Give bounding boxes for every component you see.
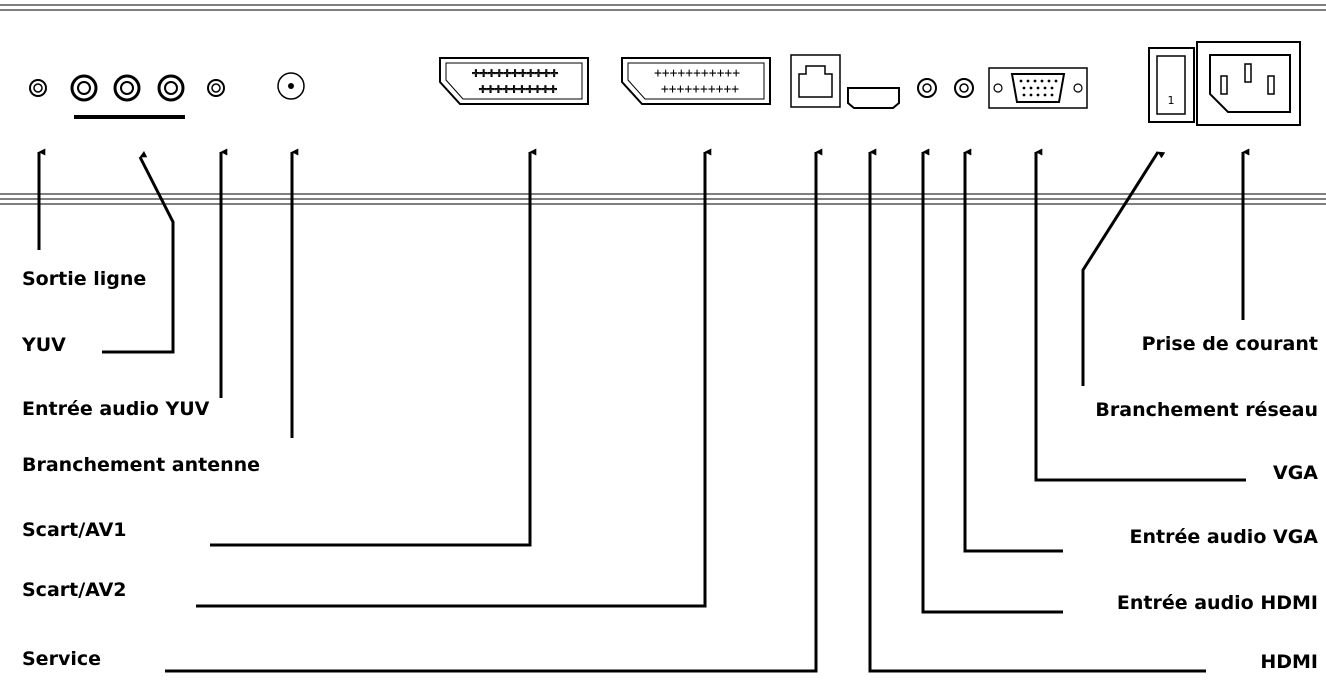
scart-av2-pins: +++++++++++ ++++++++++: [654, 66, 740, 97]
vga-port: [988, 67, 1088, 109]
svg-text:++++++++++: ++++++++++: [661, 82, 739, 97]
label-service: Service: [22, 648, 101, 670]
service-port: [790, 54, 841, 108]
power-switch: 1: [1148, 47, 1195, 123]
svg-text:++++++++++: ++++++++++: [479, 82, 557, 97]
leader-scart-av2: [196, 148, 712, 608]
leader-yuv: [102, 151, 175, 354]
vga-pins: [1019, 79, 1058, 97]
antenna-port: [277, 72, 305, 100]
label-yuv: YUV: [22, 334, 66, 356]
scart-av2-port: +++++++++++ ++++++++++: [621, 57, 771, 105]
leader-hdmi: [868, 148, 1206, 673]
yuv-jack-y: [70, 74, 98, 102]
panel-top-edge: [0, 4, 1326, 11]
leader-branchement-reseau: [1081, 151, 1166, 386]
label-branchement-antenne: Branchement antenne: [22, 454, 261, 476]
audio-yuv-jack: [207, 79, 225, 97]
label-entree-audio-hdmi: Entrée audio HDMI: [1116, 592, 1318, 614]
power-switch-marking: 1: [1168, 94, 1175, 107]
yuv-jacks: [70, 74, 185, 119]
yuv-jack-v: [157, 74, 185, 102]
leader-entree-audio-hdmi: [921, 148, 1063, 614]
svg-text:+++++++++++: +++++++++++: [654, 66, 740, 81]
audio-hdmi-jack: [917, 78, 937, 98]
label-prise-de-courant: Prise de courant: [1141, 333, 1318, 355]
audio-vga-jack: [954, 78, 974, 98]
power-socket: [1196, 41, 1301, 126]
label-entree-audio-vga: Entrée audio VGA: [1129, 526, 1318, 548]
label-hdmi: HDMI: [1260, 651, 1318, 673]
label-scart-av1: Scart/AV1: [22, 519, 127, 541]
label-vga: VGA: [1272, 462, 1318, 484]
label-sortie-ligne: Sortie ligne: [22, 268, 147, 290]
leader-entree-audio-vga: [963, 148, 1063, 553]
leader-vga: [1034, 148, 1246, 482]
scart-av1-pins: +++++++++++ ++++++++++: [471, 66, 558, 98]
scart-av1-port: +++++++++++ ++++++++++: [439, 57, 589, 105]
label-entree-audio-yuv: Entrée audio YUV: [22, 398, 210, 420]
sortie-ligne-jack: [29, 79, 47, 97]
label-branchement-reseau: Branchement réseau: [1095, 399, 1318, 421]
leader-service: [165, 148, 823, 673]
svg-text:+++++++++++: +++++++++++: [472, 66, 558, 81]
hdmi-port: [847, 87, 900, 109]
yuv-jack-u: [113, 74, 141, 102]
leader-scart-av1: [210, 148, 537, 547]
label-scart-av2: Scart/AV2: [22, 579, 127, 601]
